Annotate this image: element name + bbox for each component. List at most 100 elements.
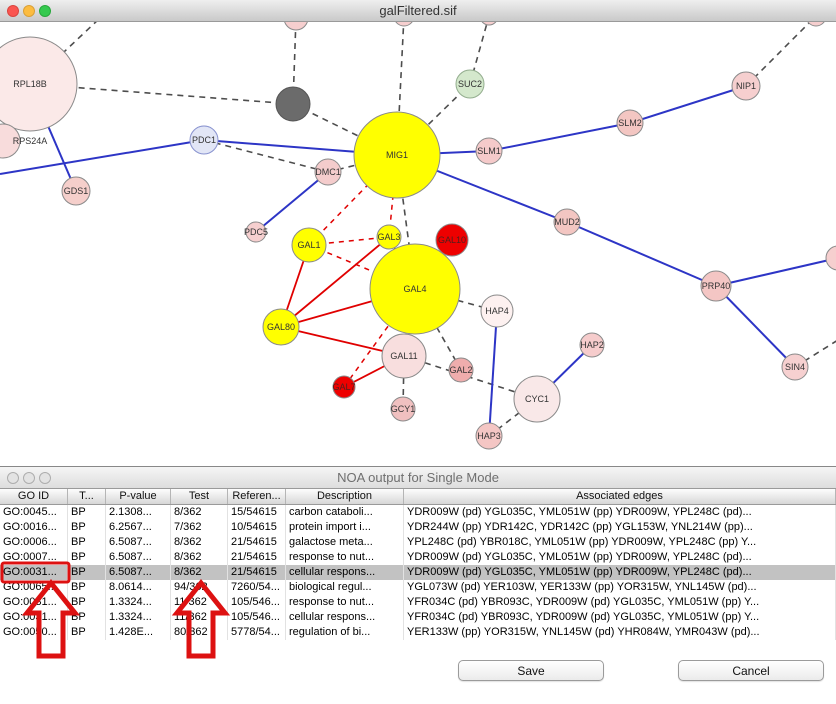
node-label: GAL4	[403, 284, 426, 294]
column-header[interactable]: Associated edges	[404, 489, 836, 504]
table-cell: 80/362	[171, 625, 228, 640]
table-cell: 5778/54...	[228, 625, 286, 640]
table-cell: response to nut...	[286, 595, 404, 610]
table-cell: GO:0016...	[0, 520, 68, 535]
zoom-button[interactable]	[39, 472, 51, 484]
network-edge[interactable]	[715, 257, 836, 287]
network-edge[interactable]	[715, 285, 796, 368]
network-edge[interactable]	[0, 139, 205, 175]
table-cell: 21/54615	[228, 535, 286, 550]
node-label: NIP1	[736, 81, 756, 91]
network-node-slm1[interactable]: SLM1	[475, 137, 503, 165]
network-node-gal11[interactable]: GAL11	[381, 333, 427, 379]
save-button[interactable]: Save	[458, 660, 604, 681]
column-header[interactable]: Description	[286, 489, 404, 504]
node-label: GAL2	[449, 365, 472, 375]
network-node-mig1[interactable]: MIG1	[353, 111, 441, 199]
network-node-gal2[interactable]: GAL2	[448, 357, 474, 383]
network-node-gds1[interactable]: GDS1	[61, 176, 91, 206]
network-node-slm2[interactable]: SLM2	[616, 109, 644, 137]
network-node-gal4[interactable]: GAL4	[369, 243, 461, 335]
close-button[interactable]	[7, 5, 19, 17]
network-node-dmc1[interactable]: DMC1	[314, 158, 342, 186]
network-node-nip1[interactable]: NIP1	[731, 71, 761, 101]
network-node-hap3[interactable]: HAP3	[475, 422, 503, 450]
network-node-mud2[interactable]: MUD2	[553, 208, 581, 236]
network-node-hap2[interactable]: HAP2	[579, 332, 605, 358]
network-node-rps24a[interactable]: RPS24A	[0, 123, 47, 159]
network-node-prp40[interactable]: PRP40	[700, 270, 732, 302]
network-node-gal3[interactable]: GAL3	[376, 224, 402, 250]
network-node-top1[interactable]	[283, 5, 309, 31]
network-edge[interactable]	[629, 85, 747, 124]
column-header[interactable]: T...	[68, 489, 106, 504]
noa-window-titlebar[interactable]: NOA output for Single Mode	[0, 467, 836, 489]
table-cell: 105/546...	[228, 595, 286, 610]
network-node-gal10[interactable]: GAL10	[435, 223, 469, 257]
network-node-cyc1[interactable]: CYC1	[513, 375, 561, 423]
network-edge[interactable]	[255, 171, 329, 233]
table-cell: cellular respons...	[286, 610, 404, 625]
column-header[interactable]: P-value	[106, 489, 171, 504]
table-cell: BP	[68, 610, 106, 625]
network-window-titlebar[interactable]: galFiltered.sif	[0, 0, 836, 22]
table-cell: 6.2567...	[106, 520, 171, 535]
minimize-button[interactable]	[23, 5, 35, 17]
network-node-hap4[interactable]: HAP4	[480, 294, 514, 328]
table-cell: GO:0065...	[0, 580, 68, 595]
network-edge[interactable]	[794, 340, 836, 368]
table-cell: biological regul...	[286, 580, 404, 595]
network-node-rpl18b[interactable]: RPL18B	[0, 36, 78, 132]
node-label: SUC2	[458, 79, 482, 89]
network-node-pdc5[interactable]: PDC5	[244, 221, 268, 243]
table-cell: BP	[68, 595, 106, 610]
table-cell: 1.3324...	[106, 595, 171, 610]
cancel-button[interactable]: Cancel	[678, 660, 824, 681]
node-label: HAP3	[477, 431, 501, 441]
network-node-suc2[interactable]: SUC2	[455, 69, 485, 99]
network-node-gal80[interactable]: GAL80	[262, 308, 300, 346]
network-node-sin4[interactable]: SIN4	[781, 353, 809, 381]
network-edge[interactable]	[566, 221, 717, 287]
network-edge[interactable]	[745, 15, 817, 87]
table-cell: BP	[68, 625, 106, 640]
node-label: PDC1	[192, 135, 216, 145]
network-node-gray1[interactable]	[275, 86, 311, 122]
network-node-gcy1[interactable]: GCY1	[390, 396, 416, 422]
network-node-pdc1[interactable]: PDC1	[189, 125, 219, 155]
network-node-edge_r[interactable]	[825, 245, 836, 271]
network-node-top2[interactable]	[393, 5, 415, 27]
table-cell: regulation of bi...	[286, 625, 404, 640]
network-edge[interactable]	[292, 103, 398, 156]
network-node-gal7[interactable]: GAL7	[332, 375, 356, 399]
table-cell: BP	[68, 550, 106, 565]
node-label: GAL11	[390, 351, 417, 361]
column-header[interactable]: Referen...	[228, 489, 286, 504]
network-node-gal1[interactable]: GAL1	[291, 227, 327, 263]
network-edge[interactable]	[280, 236, 390, 328]
column-header[interactable]: GO ID	[0, 489, 68, 504]
table-cell: YFR034C (pd) YBR093C, YDR009W (pd) YGL03…	[404, 610, 836, 625]
network-edge[interactable]	[488, 310, 498, 437]
table-cell: 8/362	[171, 550, 228, 565]
table-cell: YDR009W (pd) YGL035C, YML051W (pp) YDR00…	[404, 505, 836, 520]
network-edge[interactable]	[488, 122, 631, 152]
zoom-button[interactable]	[39, 5, 51, 17]
minimize-button[interactable]	[23, 472, 35, 484]
network-node-top3[interactable]	[479, 6, 499, 26]
close-button[interactable]	[7, 472, 19, 484]
column-header[interactable]: Test	[171, 489, 228, 504]
table-cell: 8.0614...	[106, 580, 171, 595]
